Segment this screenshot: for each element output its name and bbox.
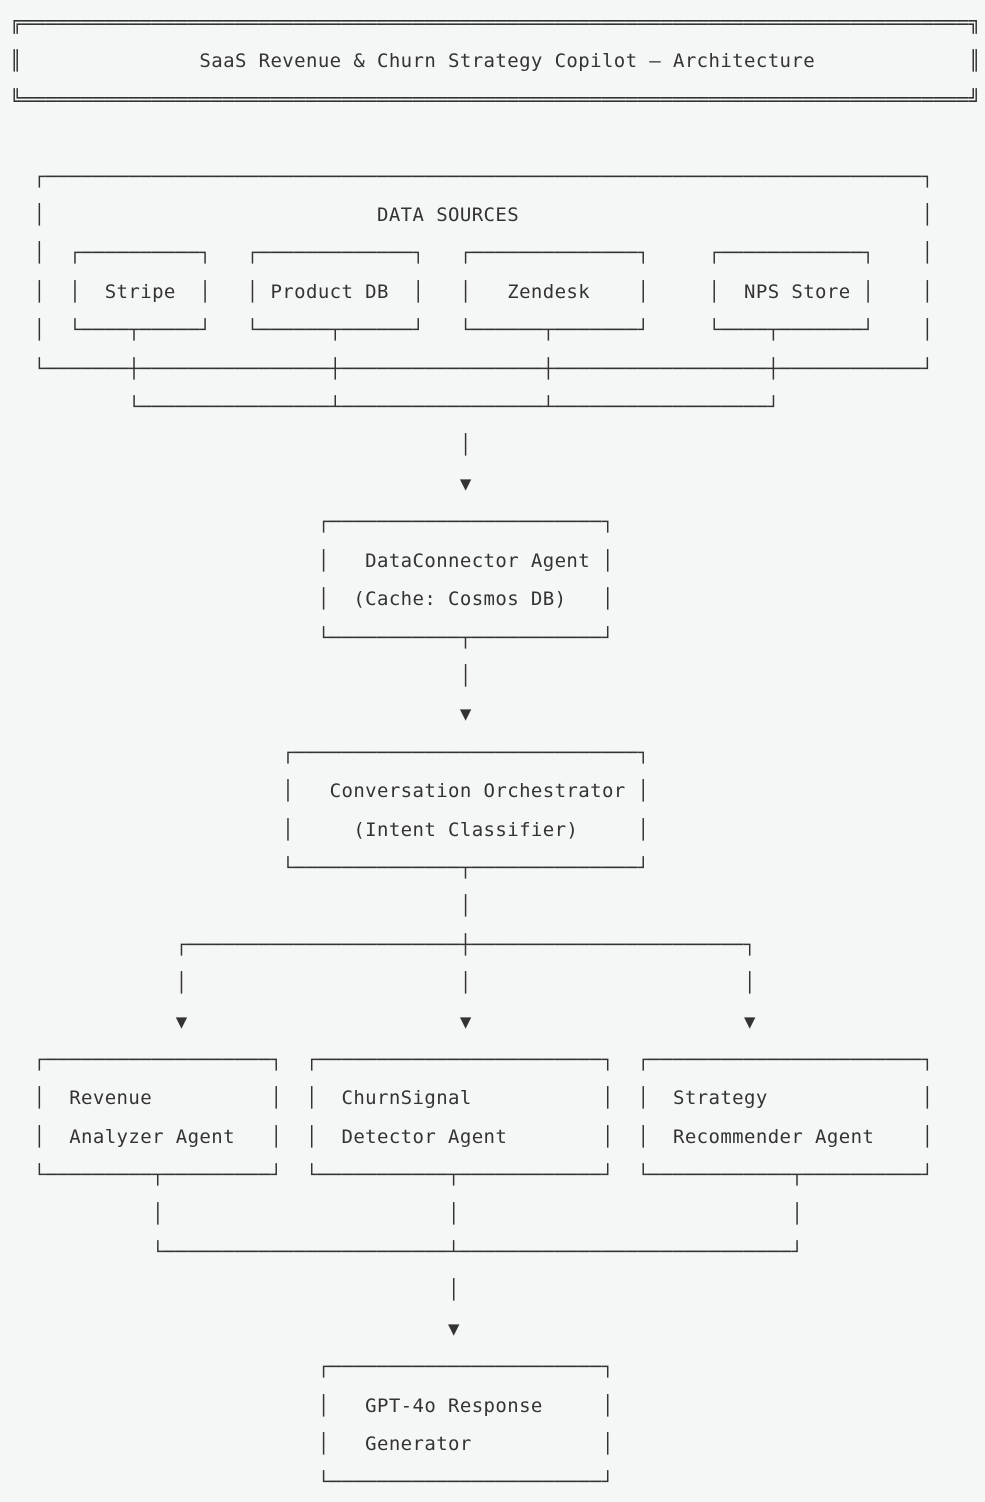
flow-arrow-to-dataconnector: │ ▼ xyxy=(459,434,472,495)
title-banner: ╔═══════════════════════════════════════… xyxy=(10,12,981,111)
agent-nodes-row: ┌───────────────────┐ ┌─────────────────… xyxy=(33,1048,934,1187)
merge-connectors: │ │ │ └────────────────────────┴────────… xyxy=(152,1202,804,1340)
flow-arrow-to-orchestrator: │ ▼ xyxy=(459,664,472,726)
gpt4o-response-generator-node: ┌───────────────────────┐ │ GPT-4o Respo… xyxy=(317,1356,614,1494)
conversation-orchestrator-node: ┌─────────────────────────────┐ │ Conver… xyxy=(282,741,650,879)
dataconnector-agent-node: ┌───────────────────────┐ │ DataConnecto… xyxy=(317,511,614,649)
data-sources-group: ┌───────────────────────────────────────… xyxy=(33,165,934,419)
branch-connectors: │ ┌───────────────────────┼─────────────… xyxy=(175,895,756,1033)
